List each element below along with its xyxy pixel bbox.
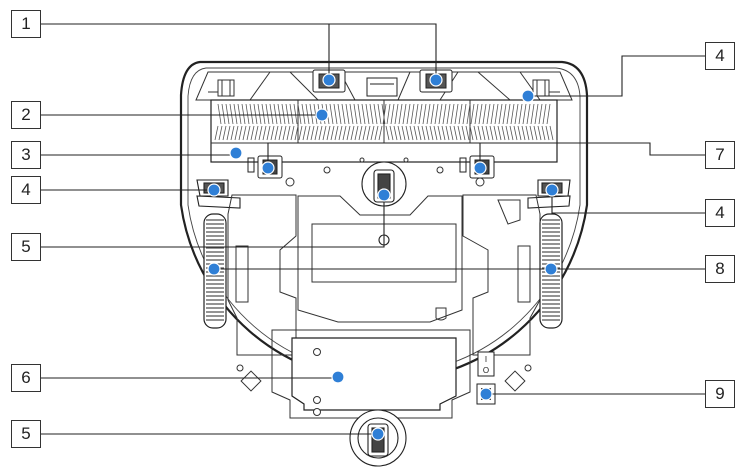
dot-front-caster xyxy=(377,188,391,202)
callout-dots xyxy=(207,73,559,441)
callout-8: 8 xyxy=(705,255,735,283)
dot-brush-latch-left xyxy=(261,161,275,175)
front-corner-post-left xyxy=(208,79,235,97)
power-switch-off-mark: O xyxy=(483,366,489,375)
callout-9: 9 xyxy=(705,380,735,408)
dot-power-switch xyxy=(479,387,493,401)
top-center-sensor xyxy=(366,77,398,97)
battery-cover xyxy=(291,337,457,411)
callout-5-front: 5 xyxy=(11,233,41,261)
callout-4-left: 4 xyxy=(11,176,41,204)
bin-notch xyxy=(435,307,447,321)
callout-6: 6 xyxy=(11,364,41,392)
dot-brush-latch-right xyxy=(473,161,487,175)
wheel-well-right xyxy=(462,194,541,356)
callout-2: 2 xyxy=(11,101,41,129)
dot-bumper-right xyxy=(545,183,559,197)
dot-bumper-left xyxy=(207,183,221,197)
leader-lines xyxy=(41,23,705,435)
callout-7: 7 xyxy=(705,141,735,169)
dot-agitator-brush xyxy=(315,108,329,122)
dot-battery-cover xyxy=(331,370,345,384)
front-corner-post-right xyxy=(532,79,560,97)
battery-bay-outline xyxy=(271,329,471,419)
front-plate-screws xyxy=(285,157,485,187)
callout-5-rear: 5 xyxy=(11,420,41,448)
callout-4-top-right: 4 xyxy=(705,42,735,70)
center-bin-outline xyxy=(297,195,463,323)
power-switch-on-mark: I xyxy=(485,355,487,364)
brush-bristles xyxy=(214,103,554,141)
lower-right-markers xyxy=(504,364,532,392)
callout-4-right: 4 xyxy=(705,199,735,227)
callout-3: 3 xyxy=(11,141,41,169)
lower-left-markers xyxy=(236,364,262,392)
dot-top-sensor-right xyxy=(429,73,443,87)
dot-bumper-top-right xyxy=(521,89,535,103)
dot-rear-caster xyxy=(371,427,385,441)
brush-segment-dividers xyxy=(297,100,471,143)
callout-1: 1 xyxy=(11,10,41,38)
dot-top-sensor-left xyxy=(322,73,336,87)
battery-cover-screws xyxy=(313,348,321,416)
dot-wheel-right xyxy=(544,262,558,276)
dot-wheel-left xyxy=(207,262,221,276)
dot-cliff-sensor xyxy=(229,146,243,160)
wheel-well-left xyxy=(227,194,297,356)
